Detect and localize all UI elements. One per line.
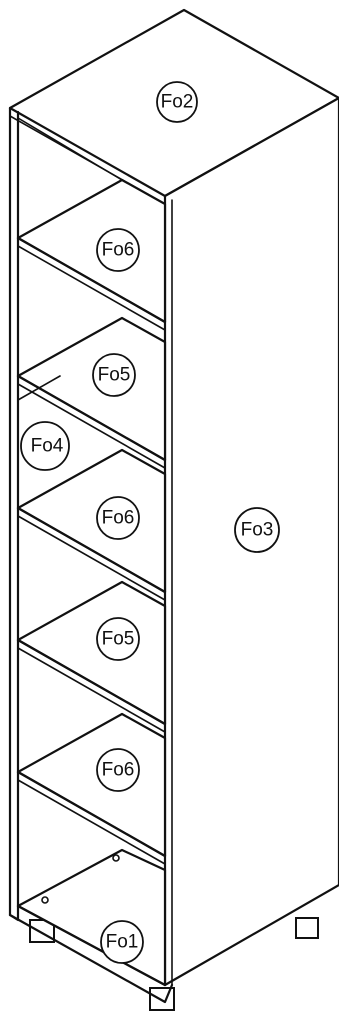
back-panel-seam — [17, 375, 61, 401]
back-panel-top-edge — [17, 117, 123, 181]
label-fo5-2: Fo5 — [102, 629, 135, 650]
callout-fo2: Fo2 — [156, 81, 198, 123]
label-fo6-2: Fo6 — [102, 508, 135, 529]
label-fo1: Fo1 — [106, 932, 139, 953]
shelf-4 — [16, 580, 167, 733]
label-fo6-1: Fo6 — [102, 240, 135, 261]
callout-fo5-2: Fo5 — [96, 617, 140, 661]
label-fo6-3: Fo6 — [102, 760, 135, 781]
foot-back-right — [295, 917, 319, 939]
label-fo5-1: Fo5 — [98, 365, 131, 386]
callout-fo1: Fo1 — [100, 920, 144, 964]
shelf-5 — [16, 712, 167, 865]
callout-fo6-3: Fo6 — [96, 748, 140, 792]
shelf-1 — [16, 178, 167, 331]
shelf-2 — [16, 316, 167, 469]
callout-fo6-1: Fo6 — [96, 228, 140, 272]
callout-fo6-2: Fo6 — [96, 496, 140, 540]
callout-fo5-1: Fo5 — [92, 353, 136, 397]
label-fo4: Fo4 — [31, 436, 64, 457]
label-fo2: Fo2 — [161, 92, 194, 113]
screw-hole — [112, 854, 120, 862]
label-fo3: Fo3 — [241, 520, 274, 541]
callout-fo4: Fo4 — [20, 421, 70, 471]
shelf-3 — [16, 448, 167, 601]
screw-hole — [41, 896, 49, 904]
left-panel-edge — [8, 106, 20, 922]
callout-fo3: Fo3 — [234, 507, 280, 553]
